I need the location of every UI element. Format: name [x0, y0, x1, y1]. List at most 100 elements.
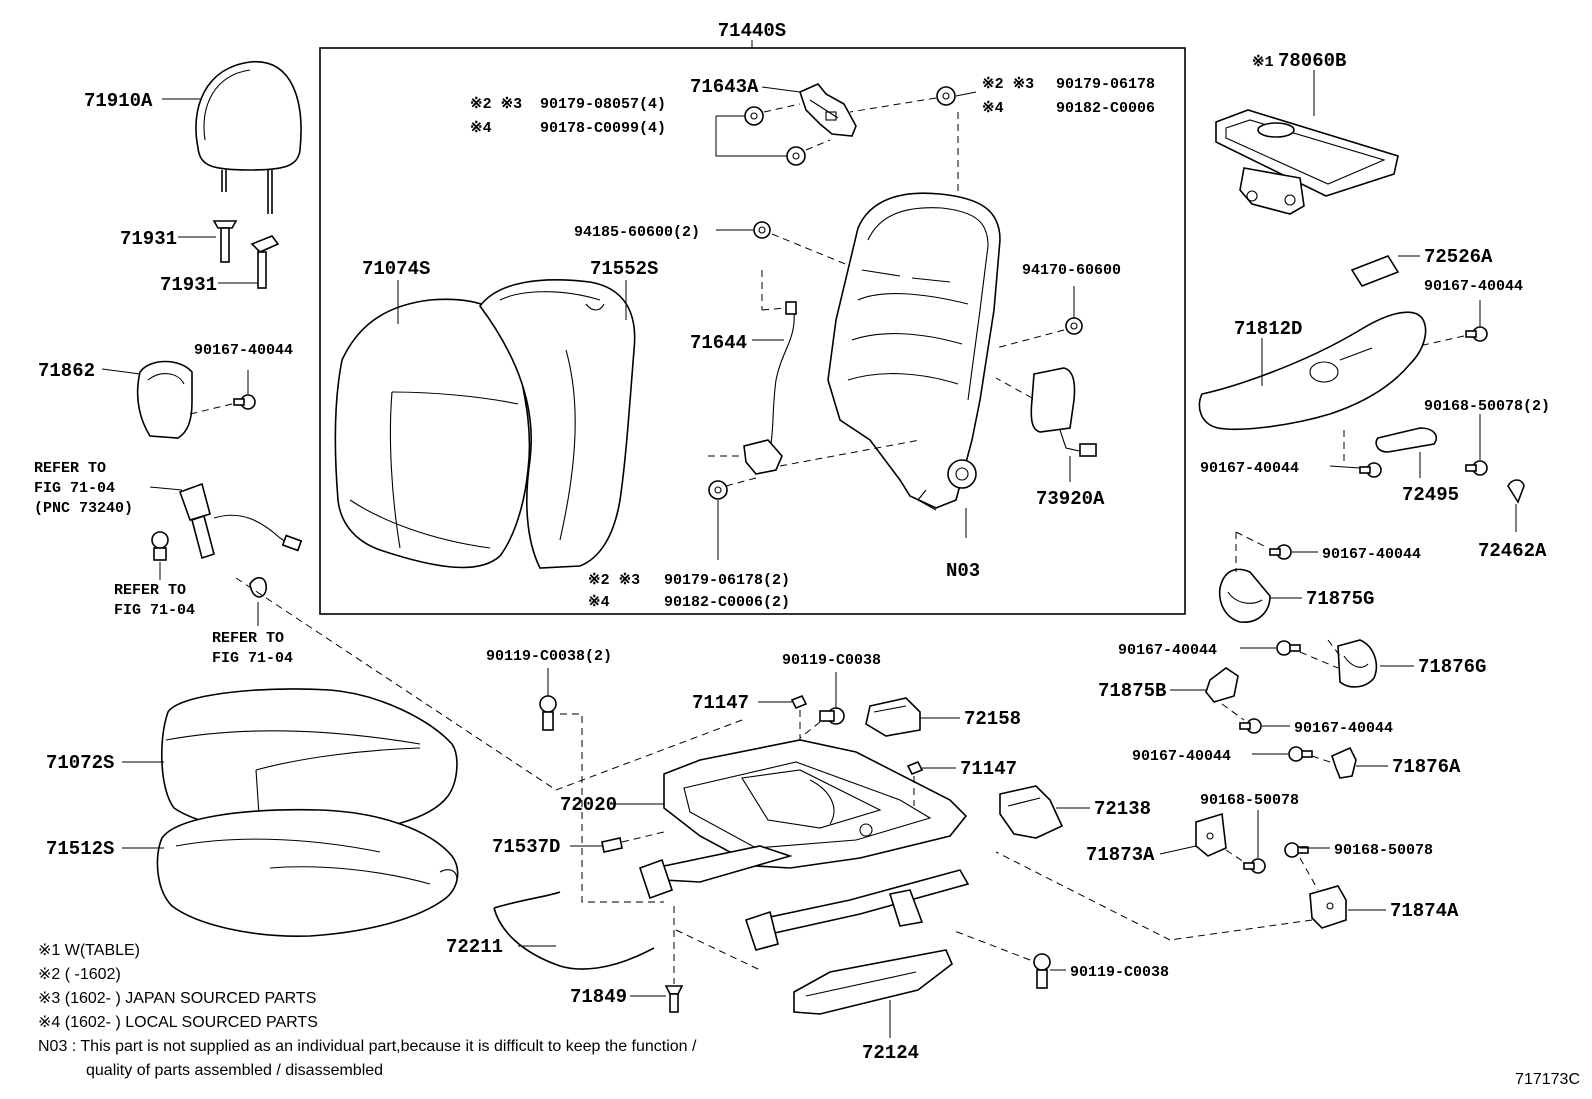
label-72124[interactable]: 72124	[862, 1042, 919, 1064]
rod-72211[interactable]	[493, 891, 655, 970]
label-71537D[interactable]: 71537D	[492, 836, 560, 858]
ref-fig-71-04-c-line1[interactable]: REFER TO	[212, 630, 284, 647]
label-71874A[interactable]: 71874A	[1390, 900, 1459, 922]
label-71875B[interactable]: 71875B	[1098, 680, 1166, 702]
nut-90179-06178-2[interactable]	[708, 480, 728, 500]
label-72495[interactable]: 72495	[1402, 484, 1459, 506]
cover-72158[interactable]	[865, 697, 921, 737]
nut-90179-06178[interactable]	[936, 86, 956, 106]
headrest-guide-71931-a[interactable]	[212, 220, 238, 263]
label-71440S[interactable]: 71440S	[718, 20, 786, 42]
cover-71875B[interactable]	[1205, 667, 1239, 703]
label-90182-C0006-2[interactable]: 90182-C0006(2)	[664, 594, 790, 611]
label-N03[interactable]: N03	[946, 560, 980, 582]
label-90167-40044-e[interactable]: 90167-40044	[1118, 642, 1217, 659]
bolt-71849[interactable]	[664, 985, 684, 1013]
nut-94185-60600[interactable]	[753, 221, 771, 239]
screw-90167-40044-c[interactable]	[1359, 462, 1382, 478]
side-airbag-73920A[interactable]	[1030, 367, 1097, 457]
label-71512S[interactable]: 71512S	[46, 838, 114, 860]
seat-cushion-cover-71072S[interactable]	[161, 688, 458, 836]
screw-90167-40044-e[interactable]	[1276, 640, 1301, 656]
label-72462A[interactable]: 72462A	[1478, 540, 1547, 562]
ref-fig-71-04-c-line2[interactable]: FIG 71-04	[212, 650, 293, 667]
label-71910A[interactable]: 71910A	[84, 90, 153, 112]
label-71812D[interactable]: 71812D	[1234, 318, 1302, 340]
label-90119-C0038-a[interactable]: 90119-C0038	[782, 652, 881, 669]
label-90167-40044-f[interactable]: 90167-40044	[1294, 720, 1393, 737]
screw-90167-40044-f[interactable]	[1239, 718, 1262, 734]
label-71072S[interactable]: 71072S	[46, 752, 114, 774]
cover-71875G[interactable]	[1218, 568, 1271, 623]
label-71876A[interactable]: 71876A	[1392, 756, 1461, 778]
cable-71644[interactable]	[743, 301, 797, 475]
label-90168-50078-a[interactable]: 90168-50078	[1200, 792, 1299, 809]
label-71873A[interactable]: 71873A	[1086, 844, 1155, 866]
bolt-90119-C0038-b[interactable]	[1033, 953, 1051, 989]
label-78060B[interactable]: 78060B	[1278, 50, 1346, 72]
label-90178-C0099[interactable]: 90178-C0099(4)	[540, 120, 666, 137]
label-71644[interactable]: 71644	[690, 332, 747, 354]
cover-72138[interactable]	[999, 785, 1064, 839]
table-78060B[interactable]	[1215, 109, 1399, 215]
label-71552S[interactable]: 71552S	[590, 258, 658, 280]
knob-72526A[interactable]	[1350, 255, 1400, 287]
label-71643A[interactable]: 71643A	[690, 76, 759, 98]
cover-71876G[interactable]	[1337, 639, 1378, 688]
headrest-guide-71931-b[interactable]	[250, 235, 280, 289]
rail-cover-72124[interactable]	[793, 949, 953, 1015]
label-72211[interactable]: 72211	[446, 936, 503, 958]
seat-cushion-pad-71512S[interactable]	[156, 808, 459, 937]
label-90167-40044-d[interactable]: 90167-40044	[1322, 546, 1421, 563]
screw-90167-40044-g[interactable]	[1288, 746, 1313, 762]
bolt-90119-C0038-a[interactable]	[819, 707, 845, 725]
cap-72462A[interactable]	[1507, 479, 1525, 504]
bracket-71873A[interactable]	[1195, 812, 1227, 857]
nut-90179-08057-a[interactable]	[744, 106, 764, 126]
label-90179-06178-2[interactable]: 90179-06178(2)	[664, 572, 790, 589]
bracket-71876A[interactable]	[1331, 746, 1357, 779]
label-90179-08057[interactable]: 90179-08057(4)	[540, 96, 666, 113]
label-71875G[interactable]: 71875G	[1306, 588, 1374, 610]
label-71862[interactable]: 71862	[38, 360, 95, 382]
ref-fig-71-04-a-line1[interactable]: REFER TO	[34, 460, 106, 477]
clip-71147-b[interactable]	[906, 760, 924, 776]
headrest-71910A[interactable]	[195, 61, 302, 214]
label-73920A[interactable]: 73920A	[1036, 488, 1105, 510]
label-90119-C0038-b[interactable]: 90119-C0038	[1070, 964, 1169, 981]
screw-90168-50078-2[interactable]	[1465, 460, 1488, 476]
label-90119-C0038-2[interactable]: 90119-C0038(2)	[486, 648, 612, 665]
label-94185-60600[interactable]: 94185-60600(2)	[574, 224, 700, 241]
label-71147-b[interactable]: 71147	[960, 758, 1017, 780]
bracket-71874A[interactable]	[1309, 885, 1347, 929]
label-90168-50078-2[interactable]: 90168-50078(2)	[1424, 398, 1550, 415]
clip-71537D[interactable]	[601, 837, 623, 853]
nut-90179-08057-b[interactable]	[786, 146, 806, 166]
label-90168-50078-b[interactable]: 90168-50078	[1334, 842, 1433, 859]
label-90179-06178[interactable]: 90179-06178	[1056, 76, 1155, 93]
side-shield-71812D[interactable]	[1198, 311, 1427, 431]
cover-71862[interactable]	[136, 360, 193, 439]
nut-94170-60600[interactable]	[1065, 317, 1083, 335]
label-72020[interactable]: 72020	[560, 794, 617, 816]
ref-fig-71-04-b-line1[interactable]: REFER TO	[114, 582, 186, 599]
label-72158[interactable]: 72158	[964, 708, 1021, 730]
label-90167-40044-b[interactable]: 90167-40044	[1424, 278, 1523, 295]
ref-fig-71-04-a-line2[interactable]: FIG 71-04	[34, 480, 115, 497]
seatback-pad-71552S[interactable]	[479, 279, 636, 569]
label-71147-a[interactable]: 71147	[692, 692, 749, 714]
label-90167-40044-g[interactable]: 90167-40044	[1132, 748, 1231, 765]
label-90167-40044-a[interactable]: 90167-40044	[194, 342, 293, 359]
seatback-cover-71074S[interactable]	[334, 298, 531, 569]
bolt-90119-C0038-2[interactable]	[539, 695, 557, 731]
label-71931-b[interactable]: 71931	[160, 274, 217, 296]
lever-72495[interactable]	[1375, 427, 1438, 453]
bracket-71643A[interactable]	[799, 83, 857, 137]
screw-90168-50078-a[interactable]	[1243, 858, 1266, 874]
label-94170-60600[interactable]: 94170-60600	[1022, 262, 1121, 279]
screw-90167-40044-b[interactable]	[1465, 326, 1488, 342]
label-71876G[interactable]: 71876G	[1418, 656, 1486, 678]
ref-fig-71-04-b-line2[interactable]: FIG 71-04	[114, 602, 195, 619]
label-72138[interactable]: 72138	[1094, 798, 1151, 820]
label-71849[interactable]: 71849	[570, 986, 627, 1008]
